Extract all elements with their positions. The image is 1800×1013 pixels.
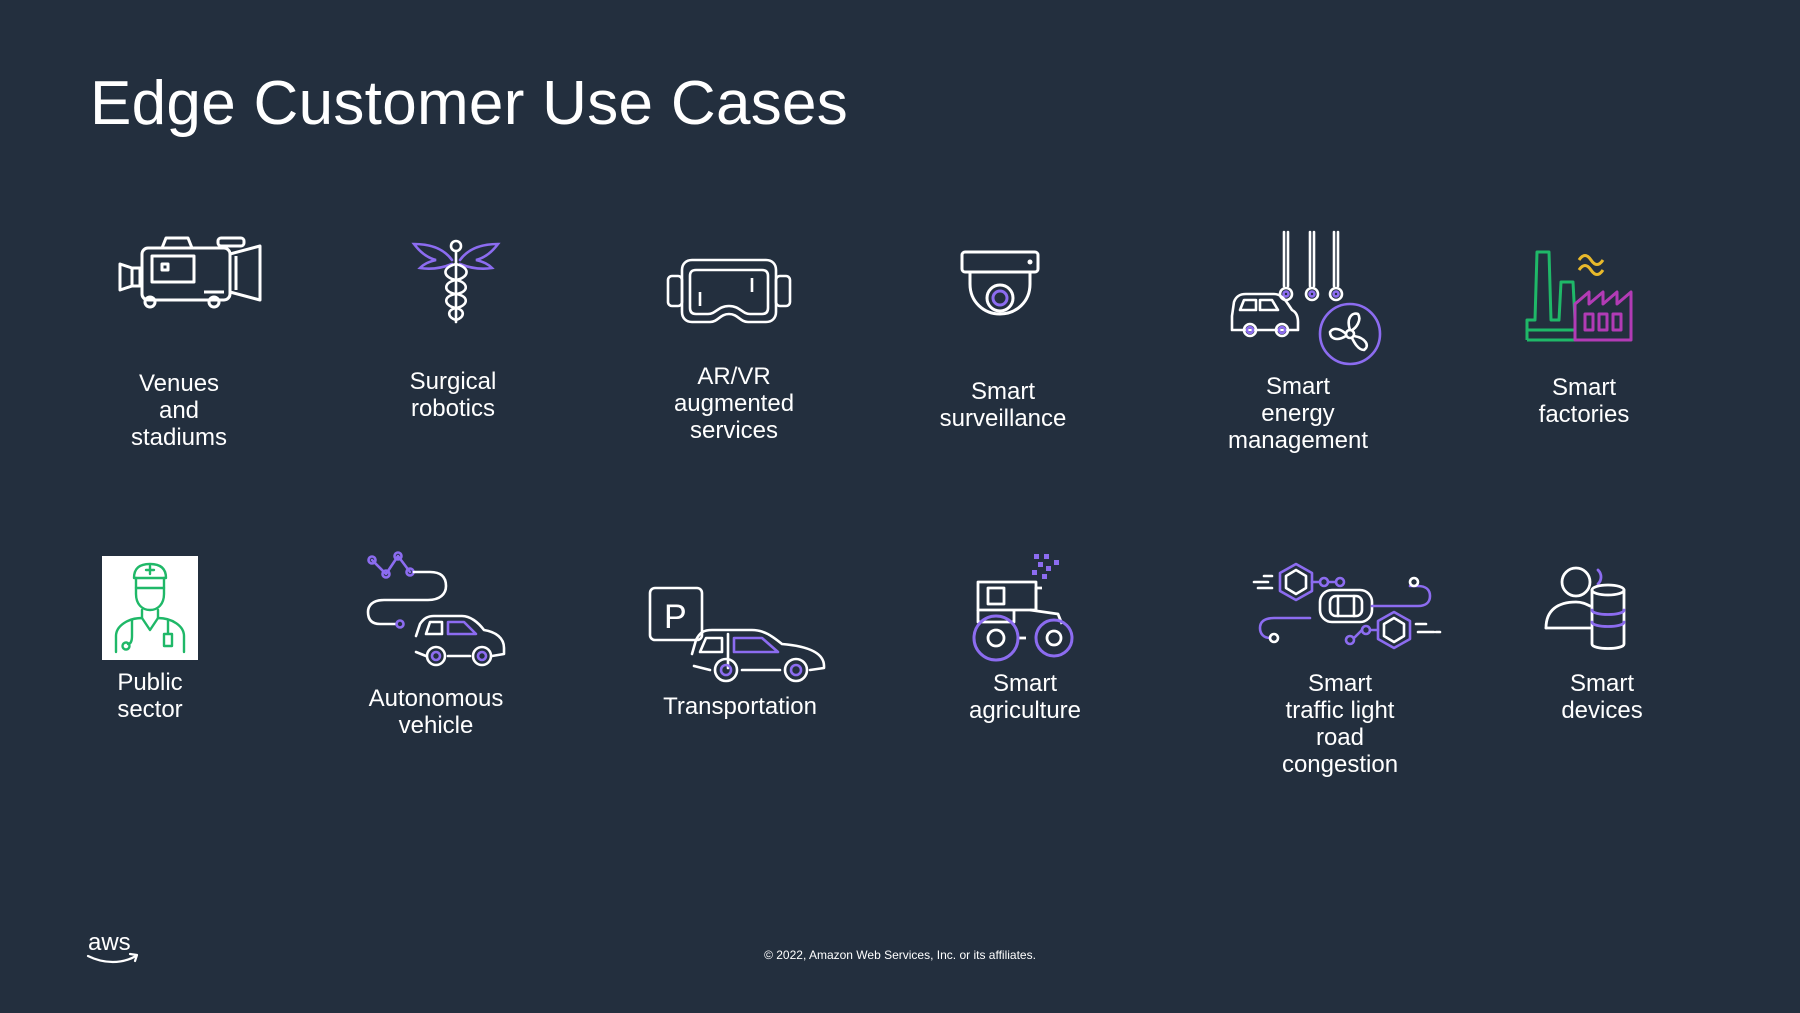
parking-car-icon: P xyxy=(648,586,828,683)
use-case-label: Public sector xyxy=(117,669,183,723)
copyright-footer: © 2022, Amazon Web Services, Inc. or its… xyxy=(764,948,1036,962)
use-case-label: Smart agriculture xyxy=(968,670,1082,724)
use-case-label: Smart factories xyxy=(1538,374,1630,428)
use-case-label: Smart surveillance xyxy=(939,378,1067,432)
factory-icon xyxy=(1525,248,1635,342)
aws-logo: aws xyxy=(86,929,142,971)
traffic-network-icon xyxy=(1250,560,1442,656)
autonomous-car-icon xyxy=(366,551,508,667)
use-case-label: Transportation xyxy=(663,693,817,720)
svg-text:P: P xyxy=(664,598,687,636)
use-case-label: Autonomous vehicle xyxy=(368,685,504,739)
caduceus-icon xyxy=(411,238,501,326)
use-case-label: Surgical robotics xyxy=(409,368,497,422)
use-case-label: Venues and stadiums xyxy=(130,370,228,451)
energy-management-icon xyxy=(1230,230,1382,366)
aws-logo-text: aws xyxy=(88,930,131,956)
video-camera-icon xyxy=(118,236,264,312)
vr-headset-icon xyxy=(666,258,792,326)
use-case-label: Smart energy management xyxy=(1227,373,1369,454)
security-camera-icon xyxy=(960,250,1040,316)
tractor-icon xyxy=(970,552,1078,664)
use-case-label: Smart traffic light road congestion xyxy=(1281,670,1399,778)
doctor-icon xyxy=(102,556,198,660)
slide-title: Edge Customer Use Cases xyxy=(90,69,849,138)
user-device-icon xyxy=(1544,564,1630,652)
use-case-label: AR/VR augmented services xyxy=(673,363,795,444)
use-case-label: Smart devices xyxy=(1561,670,1643,724)
